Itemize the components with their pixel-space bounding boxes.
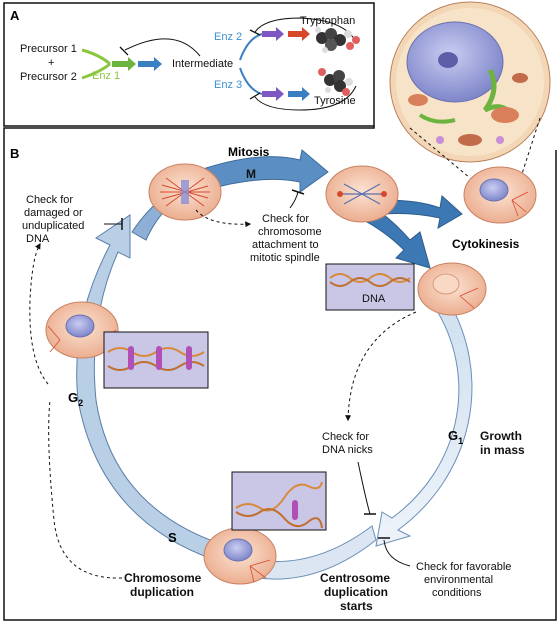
mitosis-arc [199, 149, 329, 193]
enz2-arrow-1 [262, 27, 284, 41]
enz3-label: Enz 3 [214, 79, 242, 91]
centrosome-duplication-label: Centrosome duplication starts [320, 571, 393, 613]
enz3-arrow-2 [288, 87, 310, 101]
check-attachment-text: Check for chromosome attachment to mitot… [250, 213, 325, 264]
s-phase-label: S [168, 530, 177, 545]
tyrosine-molecule-icon [318, 68, 353, 96]
tryptophan-molecule-icon [315, 27, 360, 53]
g2-label: G2 [68, 390, 83, 408]
feedback-intermediate [124, 38, 201, 57]
g1-label: G1 [448, 428, 463, 446]
cytokinesis-label: Cytokinesis [452, 237, 520, 251]
panel-a-frame [3, 2, 375, 127]
tryptophan-label: Tryptophan [300, 15, 355, 27]
dna-nicks-dashed-feedback [345, 311, 417, 422]
step2-arrow [138, 57, 162, 71]
s-g2-arc [76, 214, 219, 561]
enz1-arrow [112, 57, 136, 71]
m-phase-label: M [246, 167, 256, 181]
zoom-line-right [519, 117, 541, 181]
feedback-tyrosine [254, 85, 357, 111]
enz2-arrow-2 [288, 27, 310, 41]
enz1-label: Enz 1 [92, 70, 120, 82]
g1-arc [375, 299, 473, 547]
nicks-check-line [357, 461, 371, 515]
cell-g2 [45, 301, 119, 359]
dna-box-g2 [103, 331, 209, 389]
chromosome-duplication-label: Chromosome duplication [124, 571, 205, 599]
daughter-cell-arrow [379, 195, 463, 229]
cell-cross-section-illustration [389, 1, 551, 163]
environment-check-line [383, 539, 411, 567]
dna-box-g1: DNA [325, 263, 415, 311]
chromosome-dup-dashed [48, 399, 123, 579]
daughter-cell-small [463, 166, 537, 224]
enz2-label: Enz 2 [214, 31, 242, 43]
dna-label: DNA [362, 293, 386, 305]
growth-in-mass-label: Growth in mass [480, 429, 525, 457]
tyrosine-label: Tyrosine [314, 95, 356, 107]
panel-b-frame [3, 126, 557, 621]
panel-b-label: B [10, 146, 19, 161]
panel-a-label: A [10, 8, 20, 23]
check-dna-nicks-text: Check for DNA nicks [322, 431, 373, 456]
check-environment-text: Check for favorable environmental condit… [416, 561, 514, 599]
plus-sign: + [48, 57, 54, 69]
check-damaged-dna-text: Check for damaged or unduplicated DNA [22, 194, 87, 245]
mitotic-cell-anaphase [325, 165, 399, 223]
merge-arrow [81, 48, 112, 80]
precursor-2-label: Precursor 2 [20, 71, 77, 83]
g2-dashed-feedback [29, 242, 49, 385]
dna-box-s [231, 471, 327, 531]
mitotic-cell-metaphase [148, 163, 222, 221]
cell-s-phase [203, 527, 277, 585]
enz3-arrow-1 [262, 87, 284, 101]
zoom-line-left [409, 127, 471, 179]
cell-early-g1 [417, 262, 487, 316]
attachment-check-line [289, 191, 299, 209]
mitosis-label: Mitosis [228, 145, 270, 159]
intermediate-label: Intermediate [172, 58, 233, 70]
precursor-1-label: Precursor 1 [20, 43, 77, 55]
